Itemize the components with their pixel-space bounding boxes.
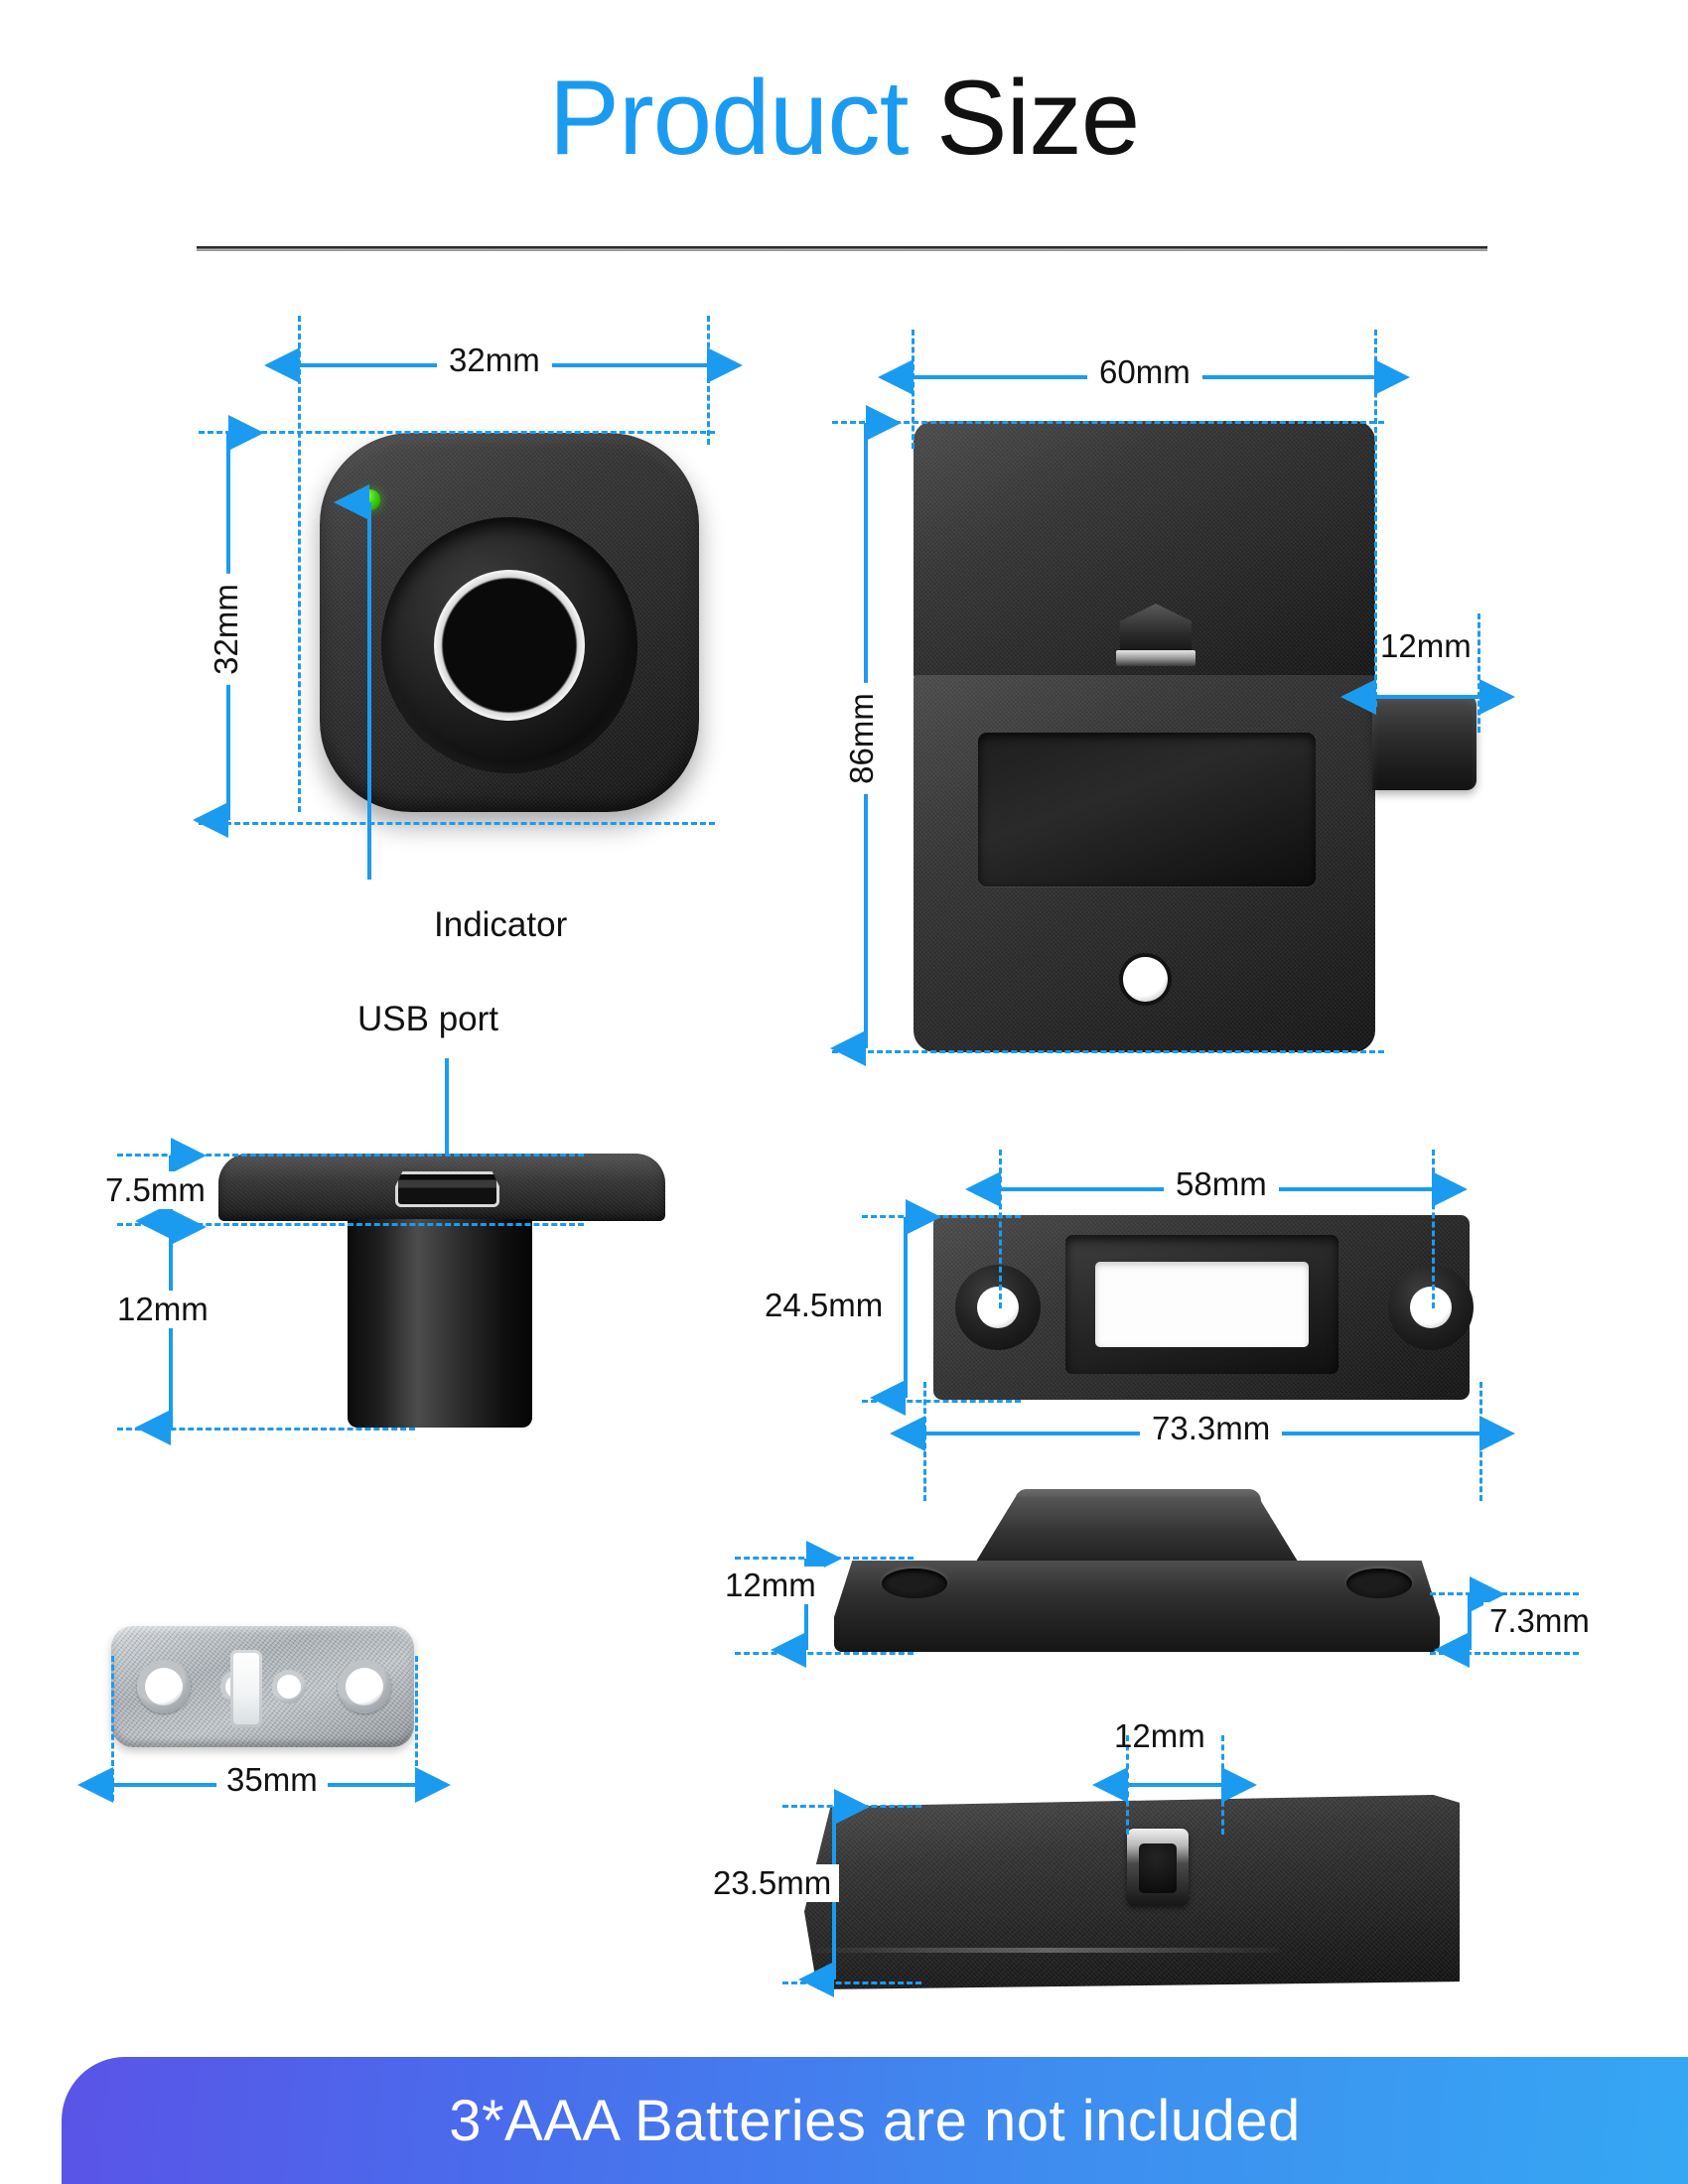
extension-line-strike-top (862, 1215, 1021, 1218)
bottom-banner: 3*AAA Batteries are not included (62, 2057, 1688, 2184)
strike-perspective-hole-left (882, 1569, 947, 1598)
extension-line-fp-bottom (199, 822, 715, 825)
page-title: Product Size (0, 62, 1688, 173)
extension-line-usb-bottom (117, 1428, 415, 1431)
dimension-label-strike-inner: 58mm (1164, 1165, 1279, 1203)
strike-plate-screw-hole-right (1410, 1287, 1452, 1328)
extension-line-fp-top (199, 431, 715, 434)
extension-line-persp-plate-bottom (1430, 1652, 1579, 1655)
dimension-arrow-usb-barrel (135, 1209, 207, 1445)
extension-line-fp-left (298, 316, 301, 812)
fingerprint-module-front-view (320, 433, 699, 812)
usb-module-barrel (348, 1219, 532, 1428)
fingerprint-sensor-ring (434, 569, 585, 721)
extension-line-batt-top (782, 1805, 921, 1808)
dimension-label-lock-height: 86mm (842, 683, 881, 794)
extension-line-lock-left (912, 330, 914, 449)
extension-line-bolt-right (1477, 614, 1480, 733)
extension-line-batt-bottom (782, 1981, 921, 1984)
dimension-label-bolt-width: 12mm (1380, 627, 1472, 664)
dimension-arrow-persp-plate (1434, 1576, 1505, 1668)
dimension-arrow-batt-latch (1092, 1767, 1257, 1803)
header-divider (197, 246, 1487, 251)
dimension-label-batt-latch: 12mm (1114, 1717, 1205, 1754)
dimension-label-usb-barrel: 12mm (111, 1291, 214, 1328)
fingerprint-sensor-bezel (381, 516, 637, 773)
lock-bolt-latch (1372, 695, 1477, 790)
dimension-label-bracket-width: 35mm (216, 1761, 328, 1799)
dimension-label-lock-width: 60mm (1087, 353, 1202, 391)
dimension-label-batt-height: 23.5mm (705, 1864, 840, 1902)
dimension-label-strike-height: 24.5mm (757, 1287, 892, 1324)
bracket-hole-left (137, 1660, 191, 1713)
bracket-center-slot (230, 1650, 262, 1727)
dimension-label-persp-plate: 7.3mm (1483, 1602, 1596, 1640)
strike-plate-aperture (1095, 1262, 1309, 1347)
extension-line-fp-right (707, 316, 710, 445)
extension-line-lock-bottom (832, 1050, 1384, 1053)
extension-line-persp-bottom (735, 1652, 914, 1655)
extension-line-persp-plate-top (1430, 1592, 1579, 1595)
page-title-highlight: Product (548, 58, 910, 177)
extension-line-bracket-left (111, 1656, 114, 1801)
extension-line-lock-right (1374, 330, 1377, 707)
micro-usb-socket (395, 1171, 499, 1207)
dimension-label-persp-height: 12mm (717, 1567, 824, 1604)
extension-line-usb-mid (117, 1223, 584, 1226)
extension-line-strike-bottom (862, 1400, 1021, 1403)
dimension-label-usb-plate: 7.5mm (99, 1171, 211, 1209)
battery-cover-seam (814, 1948, 1281, 1953)
bottom-banner-text: 3*AAA Batteries are not included (449, 2088, 1301, 2153)
callout-label-usb-port: USB port (357, 1000, 498, 1038)
extension-line-strike-inner-right (1432, 1150, 1435, 1308)
dimension-label-fp-width: 32mm (437, 341, 552, 379)
extension-line-bracket-right (415, 1656, 418, 1801)
lock-body-screw-hole (1123, 957, 1168, 1002)
page-title-rest: Size (936, 58, 1140, 177)
dimension-label-strike-outer: 73.3mm (1140, 1410, 1283, 1447)
extension-line-persp-top (735, 1557, 914, 1560)
battery-cover-latch-recess (1139, 1843, 1177, 1893)
callout-arrow-indicator (334, 484, 371, 880)
extension-line-usb-top (117, 1154, 584, 1157)
extension-line-strike-inner-left (999, 1150, 1002, 1308)
bracket-hole-mid-right (272, 1670, 306, 1704)
battery-cover-latch-lip (1116, 650, 1196, 666)
lock-body-recessed-window (978, 733, 1316, 887)
dimension-arrow-bolt-width (1340, 679, 1515, 715)
dimension-label-fp-height: 32mm (207, 574, 245, 685)
dimension-arrow-strike-height (870, 1199, 941, 1416)
strike-perspective-hole-right (1346, 1569, 1412, 1598)
bracket-hole-right (338, 1660, 391, 1713)
extension-line-lock-top (832, 421, 1384, 424)
strike-plate-screw-hole-left (977, 1287, 1019, 1328)
callout-label-indicator: Indicator (434, 905, 568, 944)
